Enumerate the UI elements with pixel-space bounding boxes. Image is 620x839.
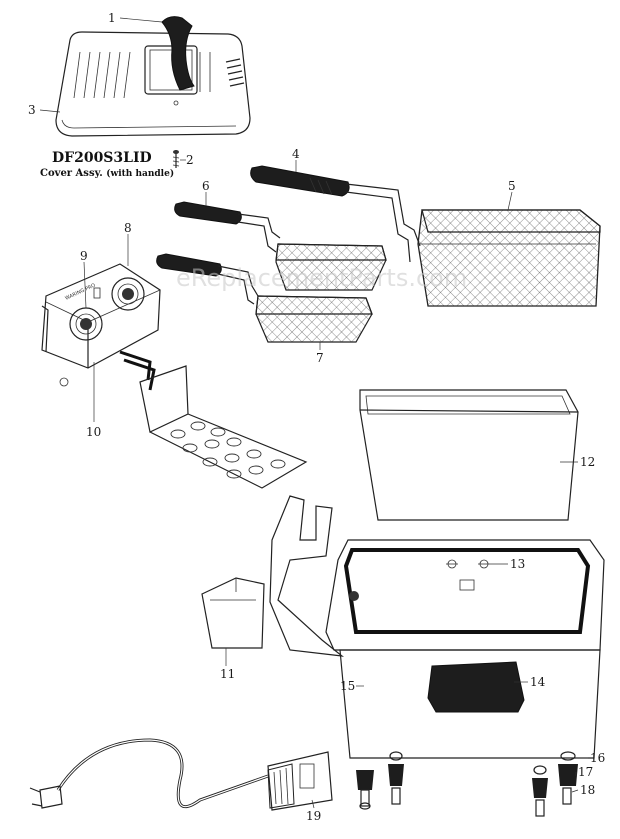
housing <box>269 495 605 759</box>
callout-4: 4 <box>292 147 300 161</box>
callout-12: 12 <box>580 455 595 469</box>
callout-numbers: 1 2 3 4 5 6 7 8 9 10 11 12 13 14 15 16 1… <box>28 11 605 823</box>
callout-6: 6 <box>202 179 210 193</box>
leader-lines <box>39 17 588 809</box>
callout-15: 15 <box>340 679 355 693</box>
heating-element <box>119 350 308 489</box>
small-basket-lower <box>156 253 373 343</box>
callout-8: 8 <box>124 221 132 235</box>
callout-2: 2 <box>186 153 194 167</box>
heating-plate-holes <box>170 421 286 479</box>
callout-5: 5 <box>508 179 516 193</box>
large-basket <box>250 165 601 307</box>
callout-10: 10 <box>86 425 101 439</box>
housing-side-handle <box>427 661 525 713</box>
foot-4 <box>558 751 578 805</box>
lid-model-label: DF200S3LID <box>52 150 152 166</box>
lid-vents <box>73 51 211 99</box>
power-cord <box>29 738 333 811</box>
lid-handle <box>161 16 195 91</box>
lid-side-ribs <box>225 58 245 87</box>
callout-1: 1 <box>108 11 116 25</box>
knob-right <box>111 277 145 311</box>
callout-19: 19 <box>306 809 321 823</box>
oil-container <box>359 389 579 521</box>
small-basket-upper <box>174 201 387 291</box>
knob-left <box>69 307 103 341</box>
foot-2 <box>388 751 404 805</box>
lid-caption: Cover Assy. (with handle) <box>40 168 174 179</box>
watermark: eReplacementParts.com <box>176 264 467 292</box>
housing-markings <box>349 559 490 601</box>
lid-screw <box>172 150 180 168</box>
callout-3: 3 <box>28 103 36 117</box>
callout-18: 18 <box>580 783 595 797</box>
callout-13: 13 <box>510 557 525 571</box>
foot-1 <box>356 770 374 810</box>
callout-16: 16 <box>590 751 605 765</box>
foot-3 <box>532 765 548 817</box>
control-panel: WARING PRO <box>41 263 161 387</box>
feet <box>356 751 578 817</box>
callout-17: 17 <box>578 765 593 779</box>
callout-14: 14 <box>530 675 546 689</box>
small-bin <box>201 577 265 649</box>
lid-cover <box>55 31 251 137</box>
callout-9: 9 <box>80 249 88 263</box>
callout-11: 11 <box>220 667 235 681</box>
callout-7: 7 <box>316 351 324 365</box>
